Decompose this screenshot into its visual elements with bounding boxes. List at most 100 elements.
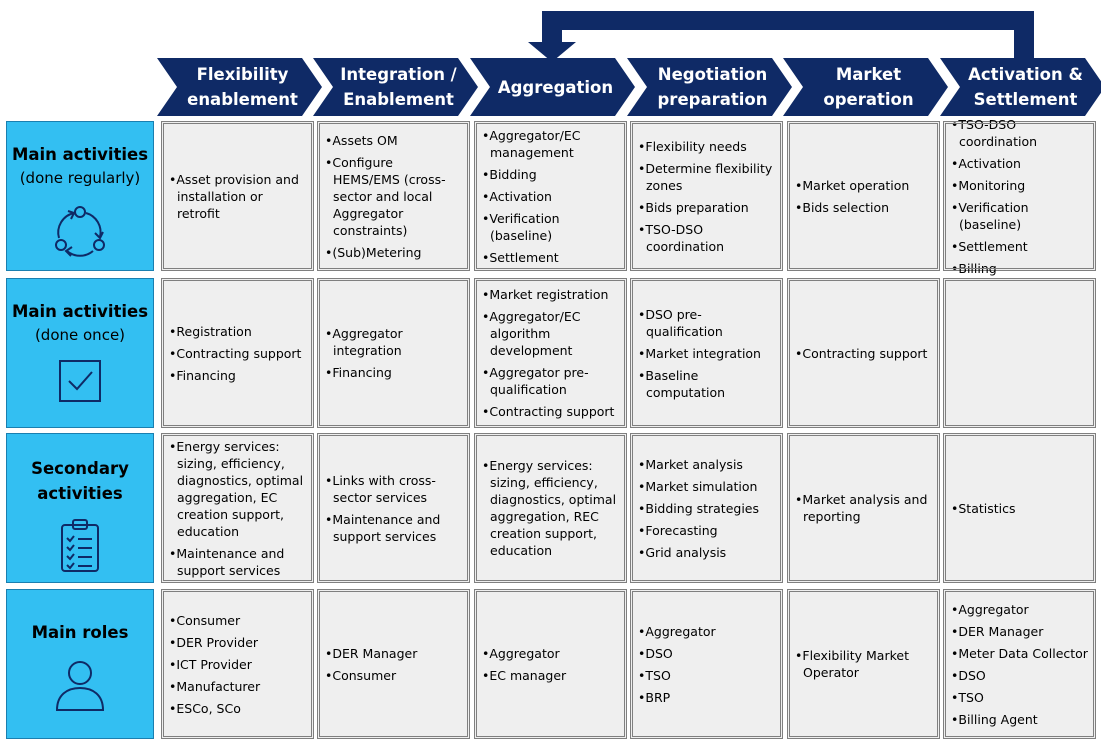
feedback-loop-arrow <box>528 11 1034 62</box>
matrix-cell: Market registrationAggregator/EC algorit… <box>474 278 627 428</box>
cell-bullet-item: Market operation <box>795 177 933 194</box>
row-title: Main activities <box>11 145 149 164</box>
cell-bullet-item: Consumer <box>169 612 307 629</box>
stage-header-label: Activation & Settlement <box>968 65 1083 109</box>
cell-bullet-item: ESCo, SCo <box>169 700 307 717</box>
row-label-3: Secondary activities <box>6 433 154 583</box>
cell-bullet-item: TSO-DSO coordination <box>638 221 776 255</box>
matrix-cell: Aggregator/EC managementBiddingActivatio… <box>474 121 627 271</box>
cell-bullet-item: Aggregator/EC algorithm development <box>482 308 620 359</box>
cell-bullet-item: (Sub)Metering <box>325 244 463 261</box>
cell-bullet-item: Market integration <box>638 345 776 362</box>
stage-header-2: Integration / Enablement <box>313 58 478 116</box>
matrix-cell: Contracting support <box>787 278 940 428</box>
cell-bullet-item: Market registration <box>482 286 620 303</box>
matrix-cell: Aggregator integrationFinancing <box>317 278 470 428</box>
matrix-cell: Flexibility needsDetermine flexibility z… <box>630 121 783 271</box>
cell-bullet-item: Consumer <box>325 667 463 684</box>
matrix-cell: AggregatorDSO TSO BRP <box>630 589 783 739</box>
cell-bullet-item: Financing <box>325 364 463 381</box>
cell-bullet-item: Determine flexibility zones <box>638 160 776 194</box>
stage-header-1: Flexibility enablement <box>157 58 322 116</box>
cell-bullet-item: Contracting support <box>169 345 307 362</box>
stage-header-label: Aggregation <box>497 77 614 97</box>
cell-bullet-item: Meter Data Collector <box>951 645 1089 662</box>
matrix-cell: AggregatorDER ManagerMeter Data Collecto… <box>943 589 1096 739</box>
cell-bullet-item: DSO <box>638 645 776 662</box>
cell-bullet-item: TSO <box>951 689 1089 706</box>
cell-bullet-item: Monitoring <box>951 177 1089 194</box>
cell-bullet-item: Bidding strategies <box>638 500 776 517</box>
cell-bullet-item: ICT Provider <box>169 656 307 673</box>
cell-bullet-item: DSO <box>951 667 1089 684</box>
cycle-arrows-icon <box>50 201 110 265</box>
matrix-cell: ConsumerDER ProviderICT ProviderManufact… <box>161 589 314 739</box>
row-subtitle: (done once) <box>34 326 126 344</box>
cell-bullet-item: Bids selection <box>795 199 933 216</box>
matrix-cell: Market operationBids selection <box>787 121 940 271</box>
cell-bullet-item: Aggregator <box>482 645 620 662</box>
cell-bullet-item: Links with cross-sector services <box>325 472 463 506</box>
stage-header-4: Negotiation preparation <box>627 58 792 116</box>
row-label-4: Main roles <box>6 589 154 739</box>
cell-bullet-item: Verification (baseline) <box>951 199 1089 233</box>
cell-bullet-item: Market analysis and reporting <box>795 491 933 525</box>
cell-bullet-item: Settlement <box>482 249 620 266</box>
cell-bullet-item: TSO <box>638 667 776 684</box>
cell-bullet-item: Energy services: sizing, efficiency, dia… <box>169 438 307 540</box>
matrix-cell: Energy services: sizing, efficiency, dia… <box>474 433 627 583</box>
row-title: Secondary activities <box>31 459 129 503</box>
matrix-cell: Market analysis and reporting <box>787 433 940 583</box>
checkbox-icon <box>57 358 103 408</box>
row-subtitle: (done regularly) <box>19 169 141 187</box>
cell-bullet-item: EC manager <box>482 667 620 684</box>
cell-bullet-item: Maintenance and support services <box>325 511 463 545</box>
cell-bullet-item: Financing <box>169 367 307 384</box>
cell-bullet-item: Aggregator integration <box>325 325 463 359</box>
matrix-cell: DER ManagerConsumer <box>317 589 470 739</box>
cell-bullet-item: Grid analysis <box>638 544 776 561</box>
cell-bullet-item: Flexibility needs <box>638 138 776 155</box>
cell-bullet-item: Configure HEMS/EMS (cross-sector and loc… <box>325 154 463 239</box>
row-title: Main roles <box>31 623 129 642</box>
cell-bullet-item: Contracting support <box>482 403 620 420</box>
cell-bullet-item: DER Provider <box>169 634 307 651</box>
cell-bullet-item: Aggregator <box>638 623 776 640</box>
cell-bullet-item: Maintenance and support services <box>169 545 307 579</box>
cell-bullet-item: Contracting support <box>795 345 933 362</box>
matrix-cell: Flexibility Market Operator <box>787 589 940 739</box>
cell-bullet-item: Billing <box>951 260 1089 277</box>
matrix-cell: Aggregator EC manager <box>474 589 627 739</box>
cell-bullet-item: Forecasting <box>638 522 776 539</box>
stage-header-5: Market operation <box>783 58 948 116</box>
cell-bullet-item: Activation <box>951 155 1089 172</box>
matrix-cell: Asset provision and installation or retr… <box>161 121 314 271</box>
cell-bullet-item: Statistics <box>951 500 1089 517</box>
matrix-cell: Market analysisMarket simulationBidding … <box>630 433 783 583</box>
cell-bullet-item: Settlement <box>951 238 1089 255</box>
cell-bullet-item: Aggregator pre-qualification <box>482 364 620 398</box>
cell-bullet-item: Aggregator <box>951 601 1089 618</box>
cell-bullet-item: Manufacturer <box>169 678 307 695</box>
cell-bullet-item: Registration <box>169 323 307 340</box>
stage-header-6: Activation & Settlement <box>940 58 1101 116</box>
cell-bullet-item: Baseline computation <box>638 367 776 401</box>
cell-bullet-item: TSO-DSO coordination <box>951 116 1089 150</box>
cell-bullet-item: Asset provision and installation or retr… <box>169 171 307 222</box>
cell-bullet-item: Aggregator/EC management <box>482 127 620 161</box>
matrix-cell: DSO pre-qualificationMarket integrationB… <box>630 278 783 428</box>
cell-bullet-item: Market simulation <box>638 478 776 495</box>
cell-bullet-item: Assets OM <box>325 132 463 149</box>
matrix-cell: RegistrationContracting supportFinancing <box>161 278 314 428</box>
cell-bullet-item: BRP <box>638 689 776 706</box>
cell-bullet-item: Bids preparation <box>638 199 776 216</box>
cell-bullet-item: Activation <box>482 188 620 205</box>
matrix-cell: Assets OM Configure HEMS/EMS (cross-secto… <box>317 121 470 271</box>
person-icon <box>52 657 108 717</box>
cell-bullet-item: Flexibility Market Operator <box>795 647 933 681</box>
row-title: Main activities <box>11 302 149 321</box>
stage-header-label: Integration / Enablement <box>340 65 457 109</box>
matrix-cell <box>943 278 1096 428</box>
cell-bullet-item: Market analysis <box>638 456 776 473</box>
cell-bullet-item: Bidding <box>482 166 620 183</box>
